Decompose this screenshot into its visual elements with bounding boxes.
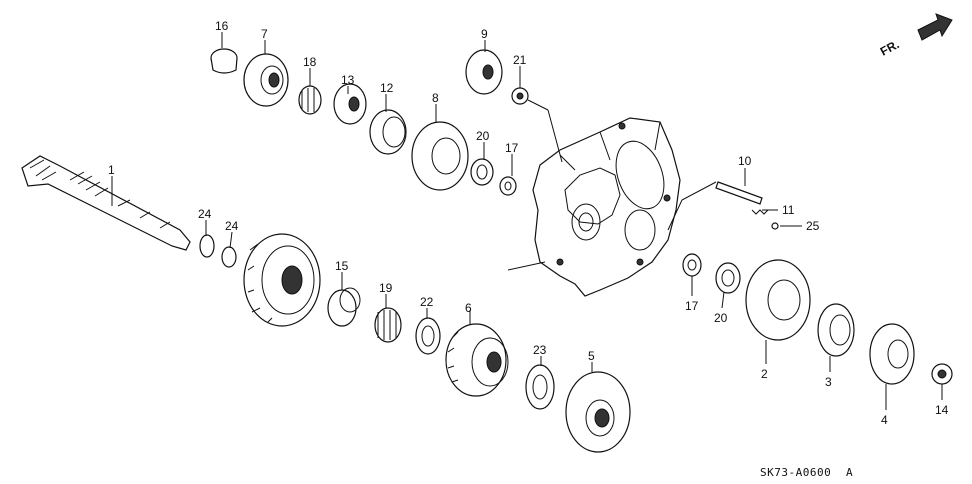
callout-12: 12 <box>380 81 394 95</box>
bearing-3 <box>817 303 855 357</box>
spring-11 <box>751 209 769 215</box>
gear-9 <box>465 49 503 95</box>
washer-17a <box>499 176 517 196</box>
callout-15: 15 <box>335 259 349 273</box>
callout-24b: 24 <box>225 219 239 233</box>
callout-8: 8 <box>432 91 439 105</box>
gear-8 <box>411 121 469 191</box>
callout-2: 2 <box>761 367 768 381</box>
nut-14 <box>931 363 953 385</box>
plate-4 <box>869 323 915 385</box>
needle-bearing-18 <box>298 85 322 115</box>
callout-10: 10 <box>738 154 752 168</box>
front-arrow-icon: FR. <box>878 13 953 59</box>
dowel-pin-10 <box>715 181 763 205</box>
callout-17b: 17 <box>685 299 699 313</box>
gear-6 <box>445 323 509 397</box>
bearing-21 <box>511 87 529 105</box>
callout-20a: 20 <box>476 129 490 143</box>
callout-20b: 20 <box>714 311 728 325</box>
gear-7 <box>243 53 289 107</box>
ball-25 <box>771 222 779 230</box>
callout-9: 9 <box>481 27 488 41</box>
callout-18: 18 <box>303 55 317 69</box>
callout-7: 7 <box>261 27 268 41</box>
ring-24b <box>221 246 237 268</box>
callout-13: 13 <box>341 73 355 87</box>
gear-5 <box>565 371 631 453</box>
ring-24a <box>199 234 215 258</box>
callout-6: 6 <box>465 301 472 315</box>
callout-19: 19 <box>379 281 393 295</box>
callout-14: 14 <box>935 403 949 417</box>
callout-25: 25 <box>806 219 820 233</box>
washer-17b <box>682 253 702 277</box>
callout-23: 23 <box>533 343 547 357</box>
mainshaft <box>21 155 191 251</box>
callout-1: 1 <box>108 163 115 177</box>
front-direction-label: FR. <box>878 37 902 58</box>
callouts: 1 2 3 4 5 6 7 8 9 10 11 12 13 14 15 16 1… <box>108 19 949 427</box>
leader-lines <box>111 32 943 410</box>
callout-22: 22 <box>420 295 434 309</box>
washer-22 <box>415 317 441 355</box>
callout-5: 5 <box>588 349 595 363</box>
diagram-revision: A <box>846 466 853 479</box>
callout-24a: 24 <box>198 207 212 221</box>
needle-bearing-20a <box>470 158 494 186</box>
synchro-12 <box>369 109 407 155</box>
clutch-drum <box>243 233 321 327</box>
callout-16: 16 <box>215 19 229 33</box>
callout-17a: 17 <box>505 141 519 155</box>
callout-21: 21 <box>513 53 527 67</box>
gear-2 <box>745 259 811 341</box>
collar-16 <box>210 48 238 74</box>
callout-11: 11 <box>782 203 795 217</box>
washer-23 <box>525 364 555 410</box>
callout-3: 3 <box>825 375 832 389</box>
needle-bearing-20b <box>715 262 741 294</box>
callout-4: 4 <box>881 413 888 427</box>
diagram-code: SK73-A0600 <box>760 466 831 479</box>
transmission-case <box>507 117 681 297</box>
collar-15 <box>327 287 361 327</box>
needle-bearing-19 <box>374 307 402 343</box>
gear-13 <box>333 83 367 125</box>
